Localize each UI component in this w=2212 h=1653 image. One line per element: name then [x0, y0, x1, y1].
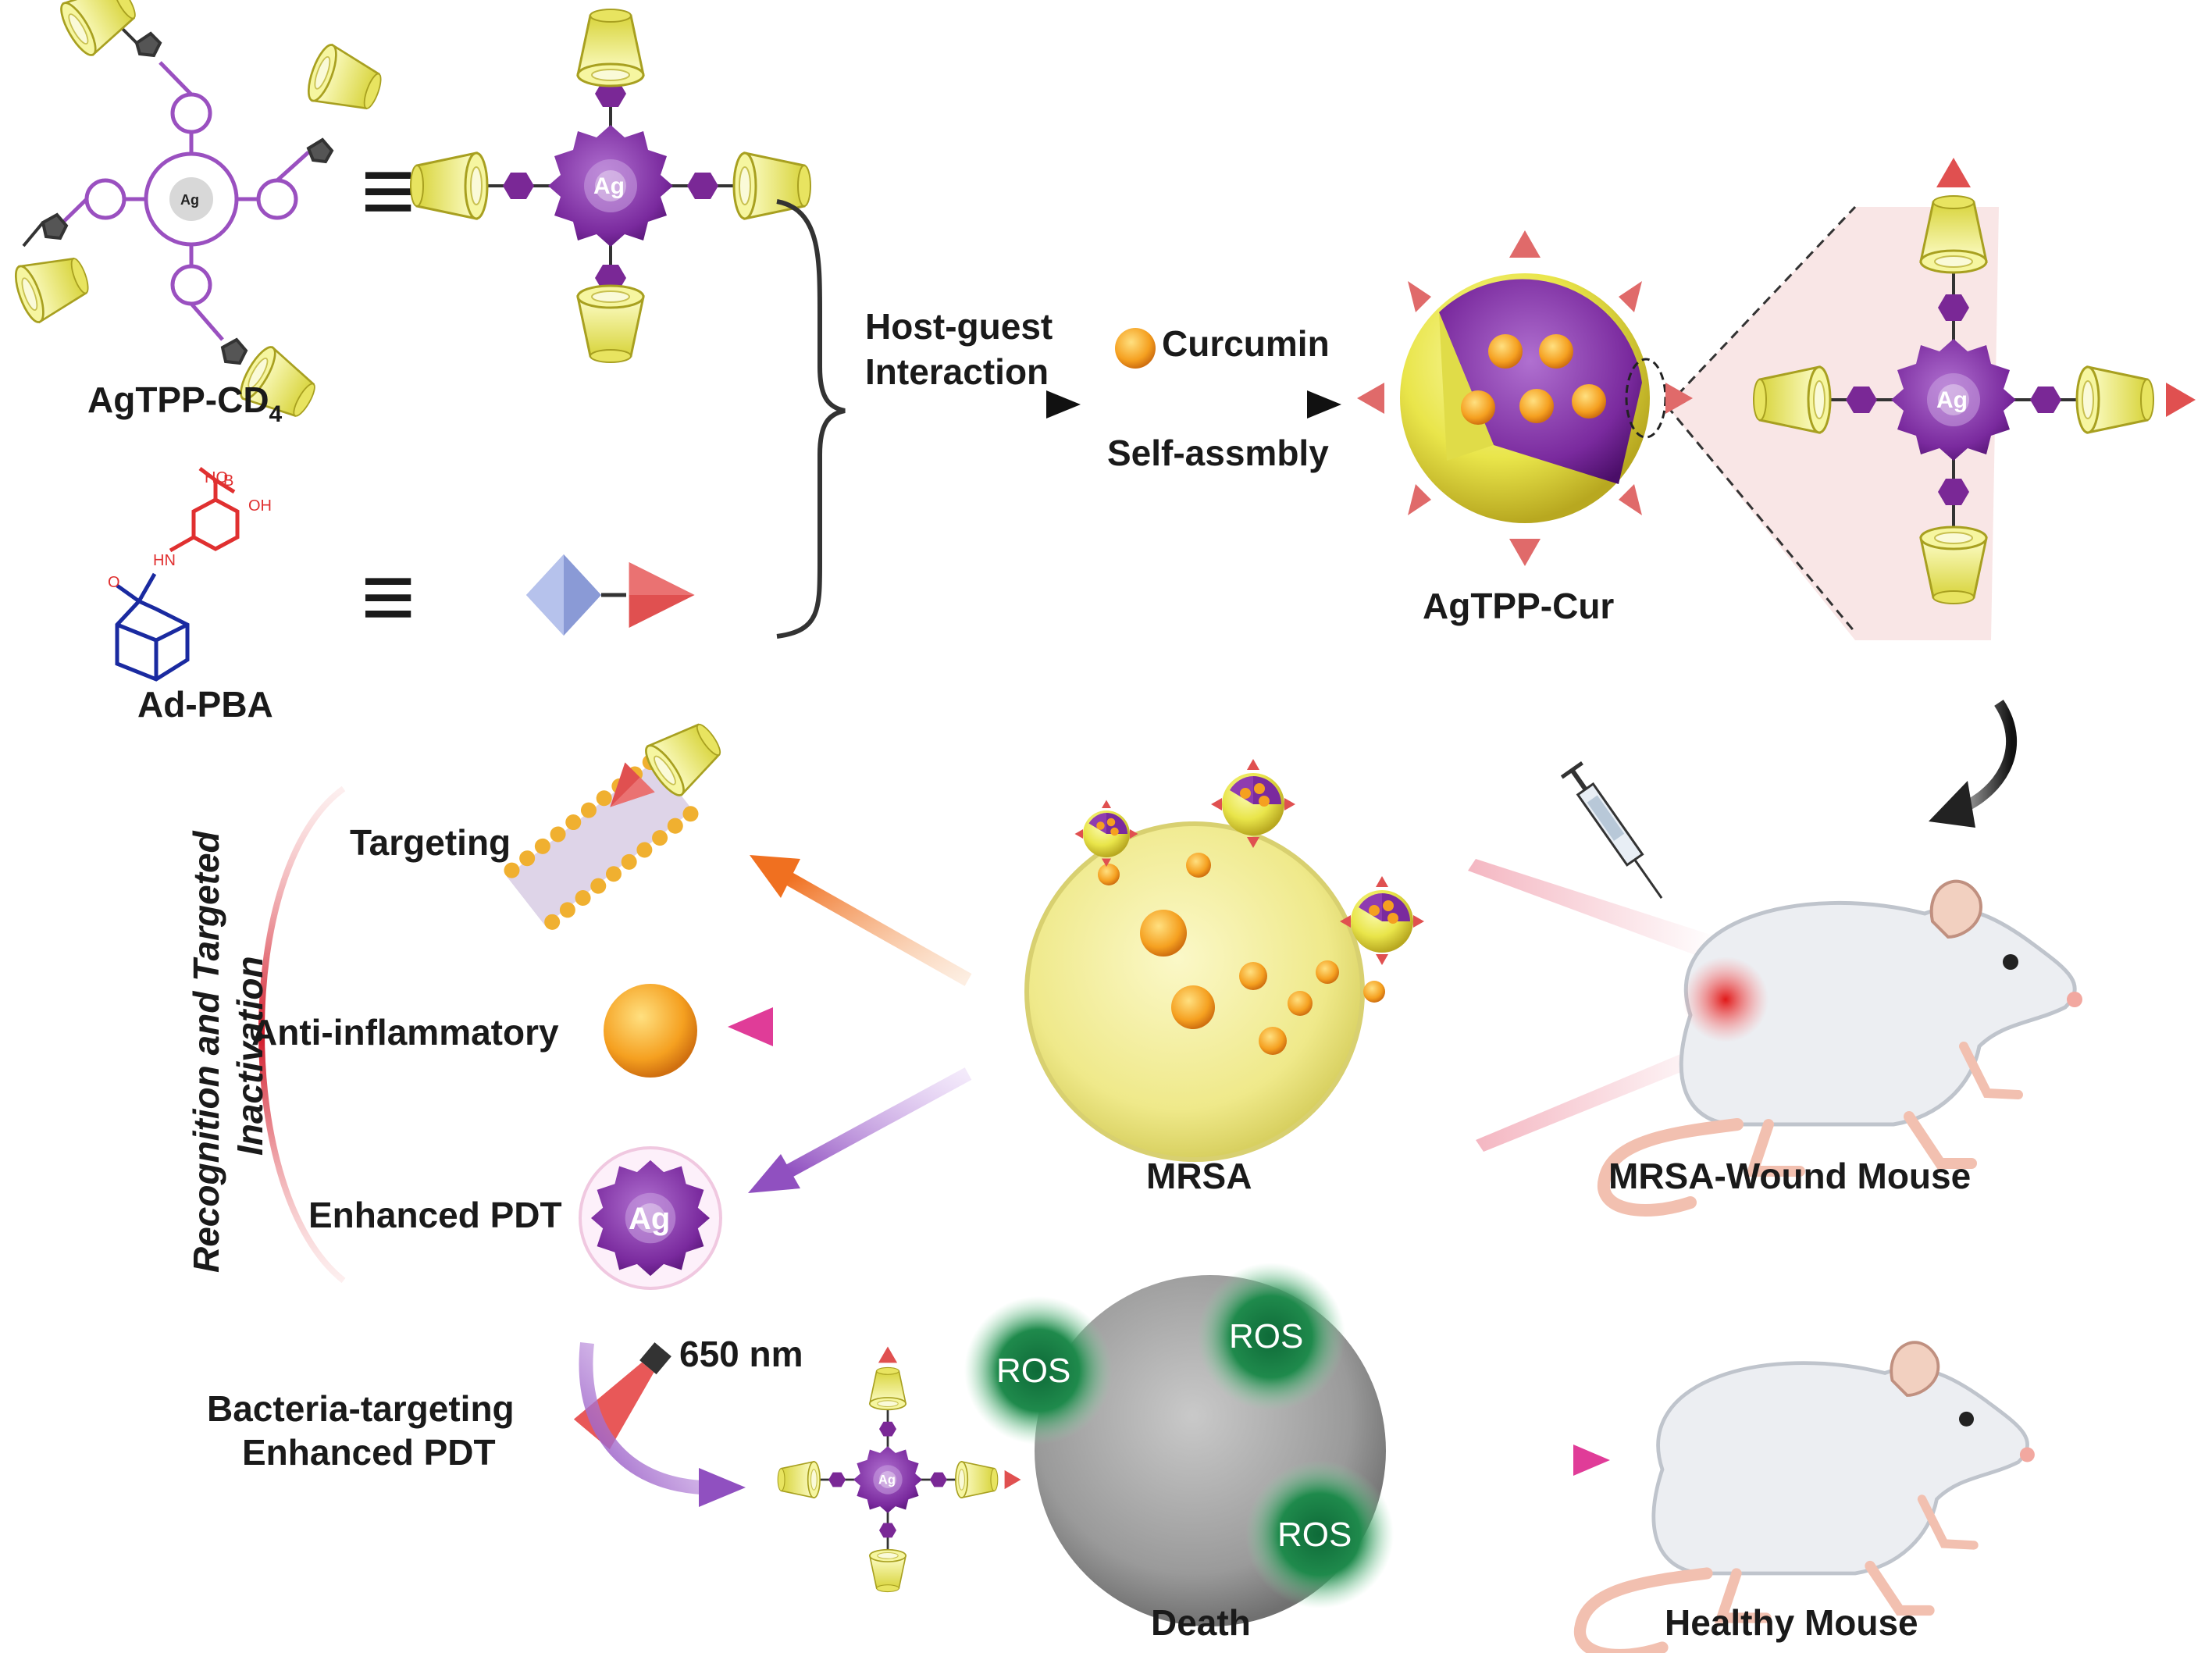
svg-text:B: B: [223, 472, 233, 490]
arrow-targeting: [750, 855, 972, 986]
label-healthy-mouse: Healthy Mouse: [1665, 1602, 1918, 1643]
label-host-guest: Host-guest: [865, 306, 1053, 347]
label-death: Death: [1151, 1602, 1251, 1643]
label-ros-3: ROS: [1277, 1516, 1352, 1554]
grouping-brace: [776, 199, 846, 639]
mrsa-bacterium: [1024, 759, 1424, 1162]
label-recognition: Recognition and Targeted Inactivation: [186, 830, 270, 1273]
svg-text:HO: HO: [205, 469, 228, 486]
label-mrsa-wound-mouse: MRSA-Wound Mouse: [1608, 1156, 1971, 1196]
svg-text:Ag: Ag: [629, 1202, 670, 1236]
arrow-to-pdt: [579, 1342, 746, 1507]
dead-bacterium: ROS ROS ROS: [964, 1263, 1394, 1626]
ros-burst-1: [964, 1296, 1113, 1445]
label-bacteria-enhanced-pdt: Enhanced PDT: [242, 1432, 496, 1473]
label-anti-inflammatory: Anti-inflammatory: [251, 1012, 559, 1053]
agtpp-cur-nanoparticle: [1357, 230, 1693, 566]
equiv-sign-bottom: ≡: [361, 544, 415, 649]
label-ros-1: ROS: [996, 1352, 1070, 1390]
ros-burst-3: [1245, 1460, 1394, 1608]
svg-text:O: O: [108, 574, 120, 591]
label-agtpp-cur: AgTPP-Cur: [1423, 586, 1614, 626]
label-agtpp-cd4: AgTPP-CD4: [87, 379, 283, 427]
membrane-targeting-icon: [504, 754, 699, 930]
syringe-icon: [1560, 761, 1663, 899]
svg-text:Ag: Ag: [593, 173, 625, 199]
beam-bottom: [1476, 1038, 1726, 1152]
svg-text:Ag: Ag: [1936, 387, 1968, 413]
self-assembly-arrow: [1099, 390, 1341, 419]
agtpp-cd4-structure: Ag: [9, 0, 390, 429]
label-curcumin: Curcumin: [1162, 323, 1330, 364]
label-targeting: Targeting: [350, 822, 511, 863]
curcumin-icon: [1115, 328, 1156, 369]
label-mrsa: MRSA: [1146, 1156, 1252, 1196]
label-bacteria-targeting: Bacteria-targeting: [207, 1388, 515, 1429]
label-ad-pba: Ad-PBA: [137, 684, 273, 725]
label-enhanced-pdt: Enhanced PDT: [308, 1195, 562, 1235]
svg-text:Ag: Ag: [180, 192, 199, 208]
curcumin-anti-inflammatory-icon: [604, 984, 697, 1078]
ad-pba-cartoon: [526, 554, 695, 636]
ag-photosensitizer-icon: Ag: [579, 1146, 722, 1290]
svg-text:Ag: Ag: [878, 1473, 896, 1487]
label-self-assembly: Self-assmbly: [1107, 433, 1329, 473]
beam-top: [1468, 859, 1718, 960]
arrow-anti-inflammatory: [728, 1007, 968, 1046]
ad-pba-structure: HO B OH HN O: [108, 467, 272, 682]
zoom-cone: [1667, 207, 1999, 640]
agtpp-zoom-detail: Ag: [1752, 158, 2196, 605]
mrsa-wound-mouse: [1604, 882, 2082, 1210]
label-interaction: Interaction: [865, 351, 1049, 392]
ros-burst-2: [1197, 1263, 1345, 1411]
host-guest-arrow: [842, 390, 1081, 419]
svg-text:OH: OH: [248, 497, 272, 515]
svg-text:Inactivation: Inactivation: [230, 956, 270, 1156]
svg-text:Recognition and Targeted: Recognition and Targeted: [186, 830, 226, 1273]
svg-text:HN: HN: [153, 552, 176, 569]
equiv-sign-top: ≡: [361, 138, 415, 243]
label-ros-2: ROS: [1229, 1317, 1303, 1356]
label-wavelength: 650 nm: [679, 1334, 803, 1374]
recognition-arc: [258, 786, 346, 1284]
agtpp-guest-complex: Ag: [777, 1346, 1021, 1593]
arrow-to-healthy: [1444, 1445, 1610, 1476]
agtpp-cd4-cartoon: Ag: [409, 8, 812, 364]
arrow-enhanced-pdt: [748, 1067, 972, 1193]
